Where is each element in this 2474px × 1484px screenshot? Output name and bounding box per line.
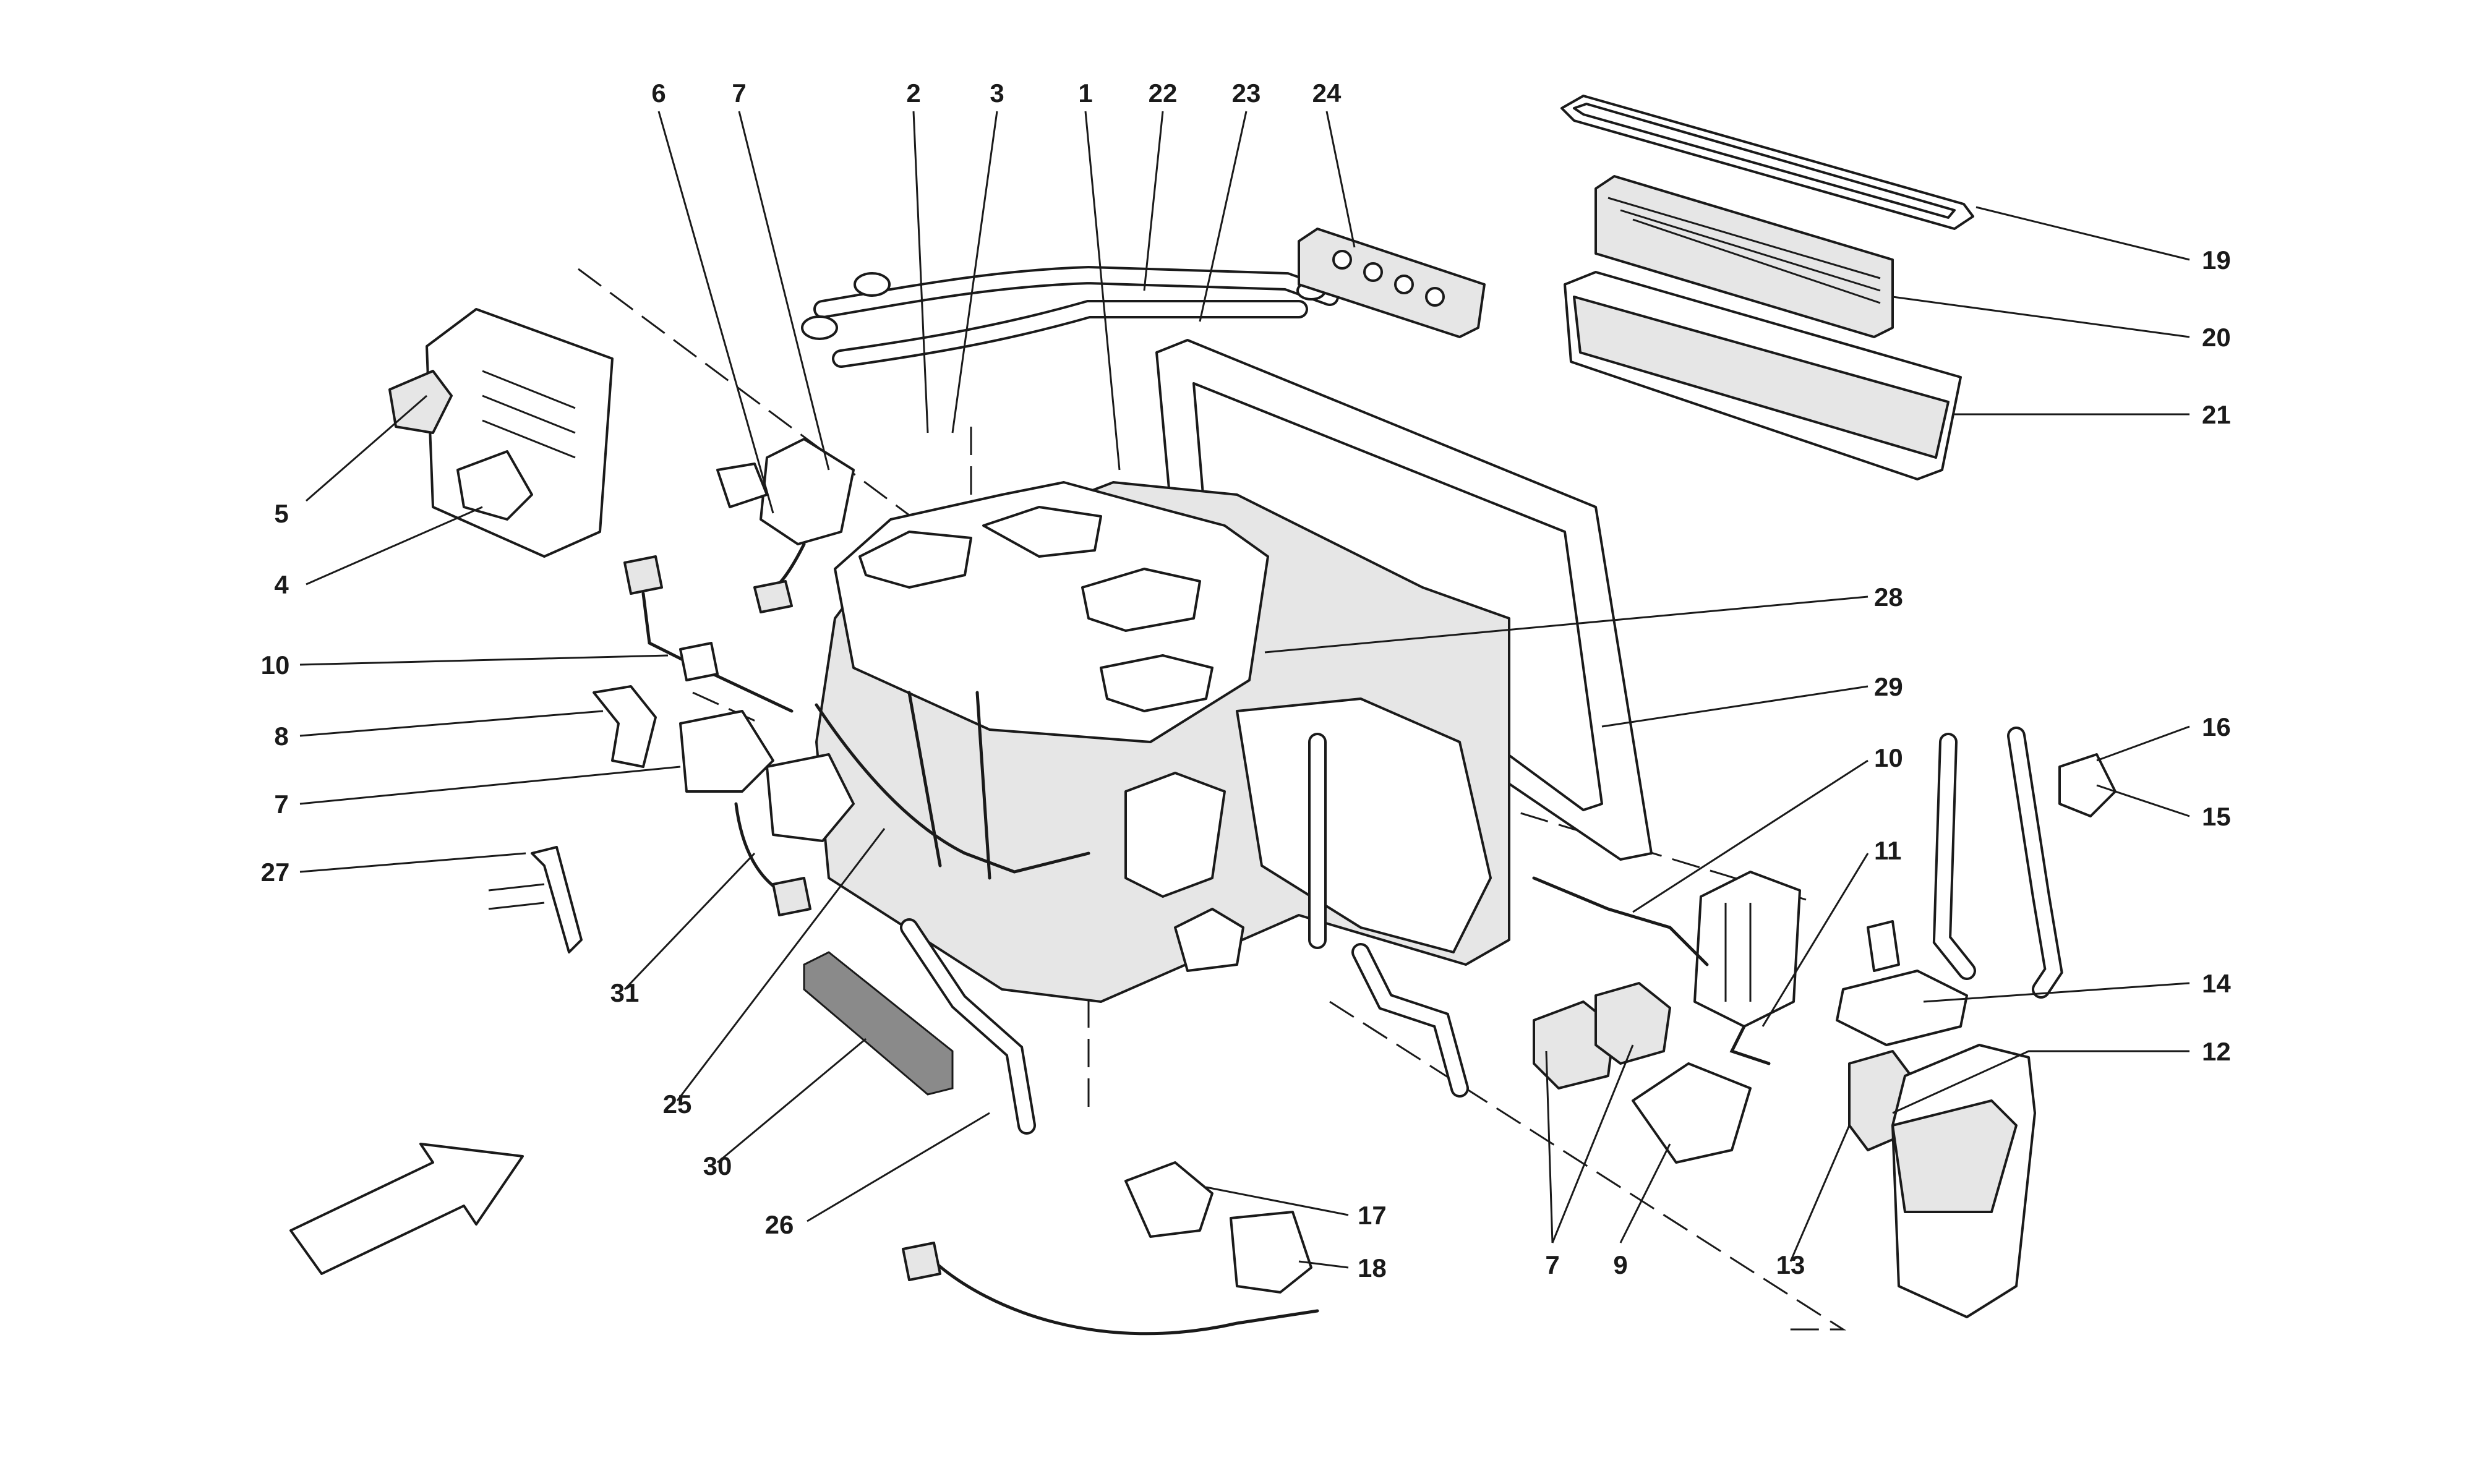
resistor-pack-part (1532, 871, 1801, 1065)
callout-17: 17 (1358, 1201, 1387, 1230)
expansion-valve-part (1836, 920, 1968, 1046)
front-direction-arrow (289, 1143, 524, 1275)
callout-7: 7 (274, 790, 288, 819)
callout-6: 6 (651, 79, 666, 108)
callout-8: 8 (274, 722, 288, 751)
actuator-motor-part (716, 438, 855, 613)
heater-core-pipes (801, 265, 1339, 368)
callout-7: 7 (1545, 1250, 1559, 1279)
callout-10: 10 (261, 650, 290, 680)
callout-15: 15 (2202, 802, 2231, 831)
callout-10: 10 (1874, 743, 1903, 772)
callout-16: 16 (2202, 712, 2231, 741)
callout-23: 23 (1232, 79, 1261, 108)
callout-2: 2 (906, 79, 920, 108)
servo-motor-part (679, 710, 855, 916)
callout-leaders (299, 111, 2190, 1269)
condensate-hose-part (900, 918, 1036, 1135)
mounting-plate-part (1632, 1062, 1752, 1164)
callout-labels: 6 7 2 3 1 22 23 24 19 20 21 5 4 28 10 29… (261, 79, 2232, 1282)
callout-27: 27 (261, 858, 290, 887)
callout-21: 21 (2202, 400, 2231, 429)
callout-9: 9 (1613, 1250, 1627, 1279)
callout-7: 7 (732, 79, 746, 108)
callout-22: 22 (1149, 79, 1178, 108)
refrigerant-pipes-part (1932, 727, 2117, 999)
callout-25: 25 (663, 1090, 692, 1119)
control-module-part (388, 308, 614, 558)
callout-12: 12 (2202, 1037, 2231, 1066)
callout-24: 24 (1312, 79, 1342, 108)
callout-19: 19 (2202, 245, 2231, 275)
bracket-clip-part (593, 685, 657, 768)
callout-11: 11 (1874, 836, 1901, 865)
callout-4: 4 (274, 570, 289, 599)
callout-28: 28 (1874, 582, 1903, 612)
callout-13: 13 (1776, 1250, 1805, 1279)
cabin-filter-part (1594, 175, 1894, 338)
callout-26: 26 (765, 1210, 794, 1239)
callout-3: 3 (990, 79, 1004, 108)
relay-pair-part (1533, 982, 1671, 1090)
filter-gasket-part (1560, 95, 1974, 230)
callout-18: 18 (1358, 1253, 1387, 1282)
callout-30: 30 (703, 1151, 732, 1180)
vent-bracket-part (1298, 228, 1486, 338)
mounting-bracket-part (488, 846, 583, 953)
filter-housing-part (1564, 271, 1962, 480)
callout-5: 5 (274, 499, 288, 528)
callout-31: 31 (610, 978, 640, 1007)
main-heater-unit (815, 339, 1653, 1098)
temperature-sensor-part (902, 1161, 1319, 1336)
foam-pad-part (803, 951, 954, 1096)
mounting-bracket-right-part (1891, 1044, 2036, 1318)
sensor-and-connector-part (623, 555, 794, 713)
callout-1: 1 (1078, 79, 1092, 108)
callout-29: 29 (1874, 672, 1903, 701)
callout-14: 14 (2202, 969, 2231, 998)
callout-20: 20 (2202, 323, 2231, 352)
